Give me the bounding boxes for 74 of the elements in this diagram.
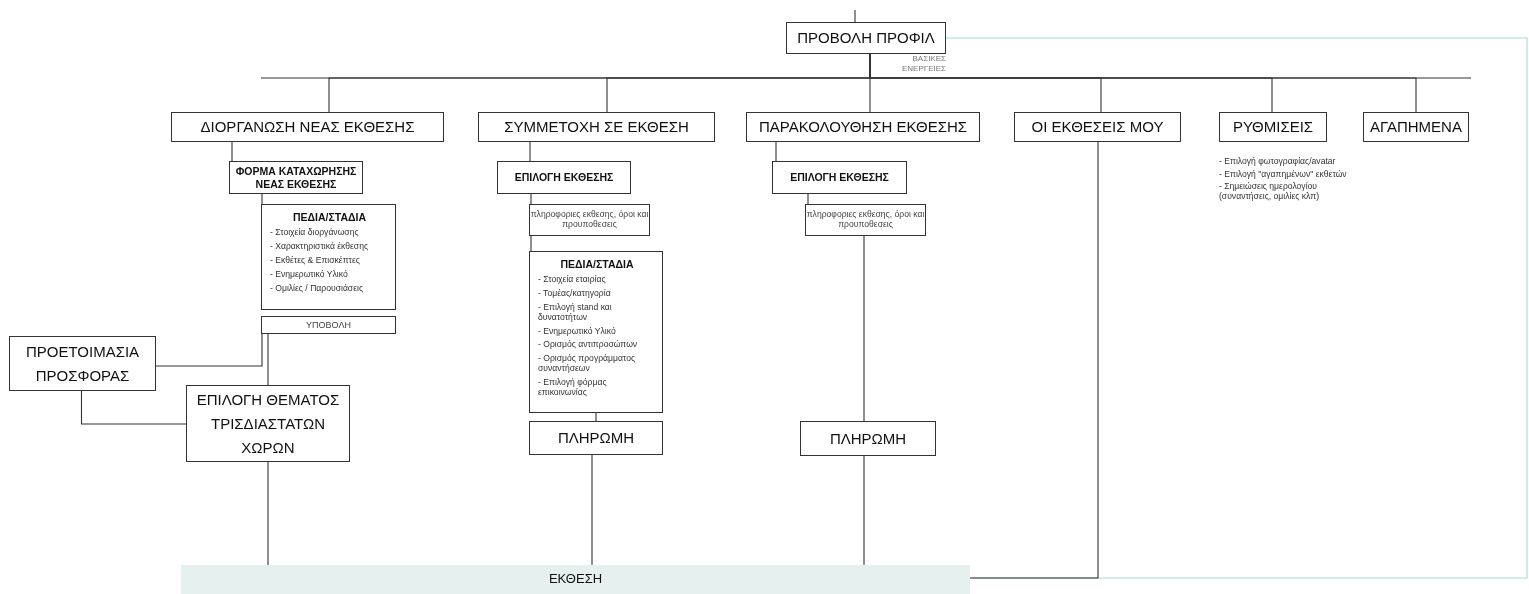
fields-list-box [261,204,396,310]
connector-line [863,235,865,422]
process-box [1014,112,1181,142]
box-label: ΕΚΘΕΣΗ [548,572,603,587]
box-label: ΠΛΗΡΩΜΗ [557,429,635,447]
list-heading: ΠΕΔΙΑ/ΣΤΑΔΙΑ [559,258,635,271]
process-box [1363,112,1469,142]
exhibition-band [181,565,970,594]
box-label: ΠΛΗΡΩΜΗ [829,429,907,448]
process-box [1219,112,1327,142]
box-label: ΥΠΟΒΟΛΗ [306,319,351,331]
connector-line [863,455,865,566]
list-item: - Ενημερωτικό Υλικό [270,269,349,280]
box-label: ΕΠΙΛΟΓΗ ΕΚΘΕΣΗΣ [514,171,614,184]
connector-line [80,390,187,425]
connector-line [969,141,1099,579]
box-label: ΕΠΙΛΟΓΗ ΘΕΜΑΤΟΣ ΤΡΙΣΔΙΑΣΤΑΤΩΝ ΧΩΡΩΝ [195,389,341,458]
list-item: - Στοιχεία εταιρίας [538,275,607,285]
settings-item: - Σημειώσεις ημερολογίου (συναντήσεις, ομιλίες κλπ) [1219,181,1321,202]
list-item: - Εκθέτες & Επισκέπτες [270,255,361,266]
process-box [478,112,715,142]
info-box [529,204,650,236]
info-box [805,204,926,236]
list-item: - Επιλογή stand και δυνατοτήτων [538,302,613,323]
connector-line [267,461,269,566]
connector-line [231,141,233,162]
connector-line [261,193,263,205]
section-caption: ΒΑΣΙΚΕΣ ΕΝΕΡΓΕΙΕΣ [900,54,946,74]
connector-line [267,333,269,386]
connector-line [260,77,1472,79]
box-label: ΠΑΡΑΚΟΛΟΥΘΗΣΗ ΕΚΘΕΣΗΣ [758,118,968,136]
process-box [786,22,946,54]
connector-line [945,37,1528,579]
connector-line [595,412,597,422]
box-label: πληροφοριες εκθεσης, όροι και προυποθεσεις [530,210,649,230]
list-item: - Στοιχεία διοργάνωσης [270,228,360,238]
list-item: - Επιλογή φόρμας επικοινωνίας [538,378,608,398]
connector-line [529,141,531,162]
process-box [529,421,663,455]
process-box [746,112,980,142]
list-item: - Ορισμός προγράμματος συναντήσεων [538,354,637,375]
settings-item: - Επιλογή φωτογραφίας/avatar [1219,156,1337,167]
list-heading: ΠΕΔΙΑ/ΣΤΑΔΙΑ [291,211,368,224]
connector-line [155,333,263,367]
list-item: - Ενημερωτικό Υλικό [538,326,617,337]
process-box [800,421,936,456]
box-label: ΑΓΑΠΗΜΕΝΑ [1370,118,1462,136]
list-item: - Ομιλίες / Παρουσιάσεις [270,283,365,294]
list-item: - Ορισμός αντιπροσώπων [538,340,639,351]
process-box [186,385,350,462]
submit-step-box [261,316,396,334]
list-item: - Τομέας/κατηγορία [538,288,612,299]
step-box [772,161,907,194]
connector-line [530,235,532,252]
box-label: ΠΡΟΒΟΛΗ ΠΡΟΦΙΛ [797,29,935,47]
connector-line [775,141,777,162]
box-label: ΡΥΘΜΙΣΕΙΣ [1232,118,1314,136]
connector-line [807,193,809,205]
list-item: - Χαρακτηριστικά έκθεσης [270,241,370,252]
connector-line [530,193,532,205]
process-box [9,336,156,391]
connector-line [591,454,593,566]
fields-list-box [529,251,663,413]
box-label: ΟΙ ΕΚΘΕΣΕΙΣ ΜΟΥ [1031,118,1164,136]
box-label: ΣΥΜΜΕΤΟΧΗ ΣΕ ΕΚΘΕΣΗ [504,118,689,136]
box-label: πληροφοριες εκθεσης, όροι και προυποθεσεις [806,210,925,230]
connector-line [854,9,856,23]
settings-item: - Επιλογή "αγαπημένων" εκθετών [1219,168,1348,179]
box-label: ΠΡΟΕΤΟΙΜΑΣΙΑ ΠΡΟΣΦΟΡΑΣ [24,342,141,386]
box-label: ΕΠΙΛΟΓΗ ΕΚΘΕΣΗΣ [790,171,889,184]
box-label: ΔΙΟΡΓΑΝΩΣΗ ΝΕΑΣ ΕΚΘΕΣΗΣ [200,118,415,136]
box-label: ΦΟΡΜΑ ΚΑΤΑΧΩΡΗΣΗΣ ΝΕΑΣ ΕΚΘΕΣΗΣ [234,165,358,190]
step-box [497,161,631,194]
process-box [171,112,444,142]
